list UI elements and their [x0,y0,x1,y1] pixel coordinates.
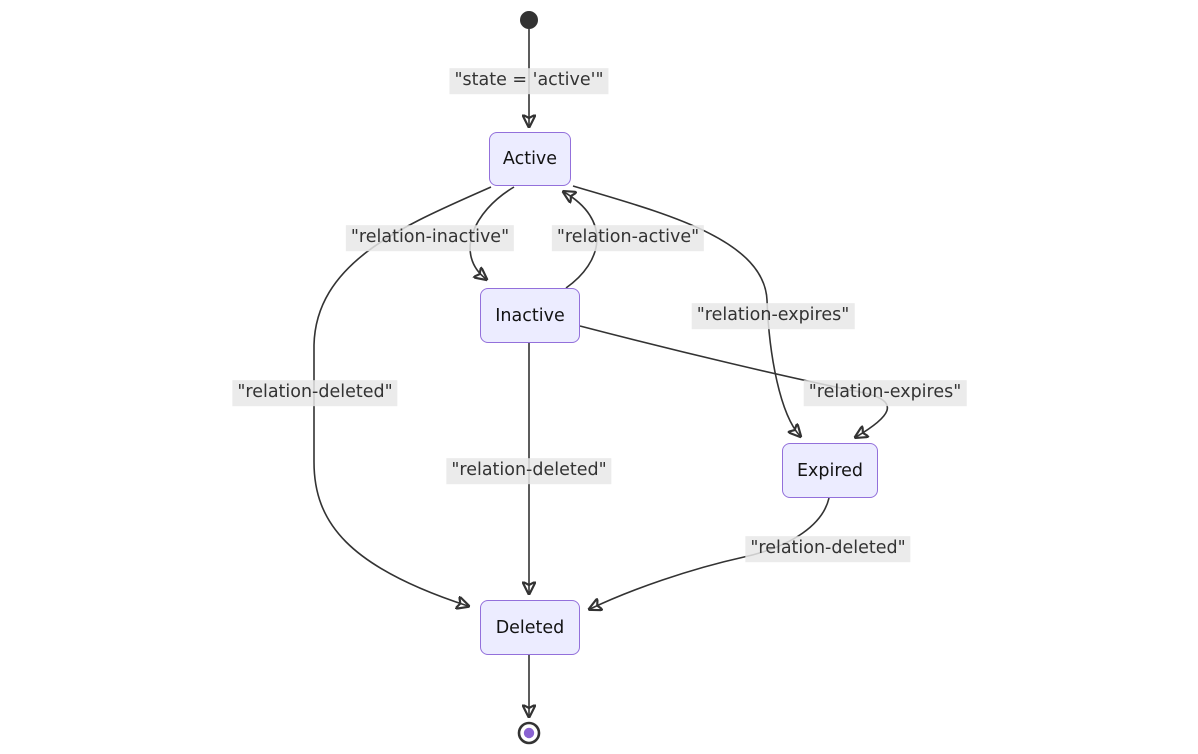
initial-state-dot [520,11,538,29]
state-node-active: Active [489,132,571,186]
edge-label-active-to-expired: "relation-expires" [691,303,855,329]
state-node-deleted-label: Deleted [495,617,565,638]
edge-expired-to-deleted [590,497,830,609]
edge-active-to-expired [572,185,800,436]
edge-label-active-to-deleted: "relation-deleted" [232,380,398,406]
state-node-expired: Expired [782,443,878,498]
final-state-icon [517,721,541,745]
state-node-deleted: Deleted [480,600,580,655]
edge-active-to-deleted [313,186,492,606]
state-node-inactive-label: Inactive [495,305,565,326]
state-node-expired-label: Expired [796,460,864,481]
edge-label-expired-to-deleted: "relation-deleted" [745,536,911,562]
state-node-active-label: Active [502,149,558,169]
edge-label-active-to-inactive: "relation-inactive" [345,225,515,251]
state-node-inactive: Inactive [480,288,580,343]
edge-label-inactive-to-active: "relation-active" [551,225,705,251]
edge-label-inactive-to-deleted: "relation-deleted" [446,458,612,484]
edge-label-start-to-active: "state = 'active'" [449,68,609,94]
edge-label-inactive-to-expired: "relation-expires" [803,380,967,406]
